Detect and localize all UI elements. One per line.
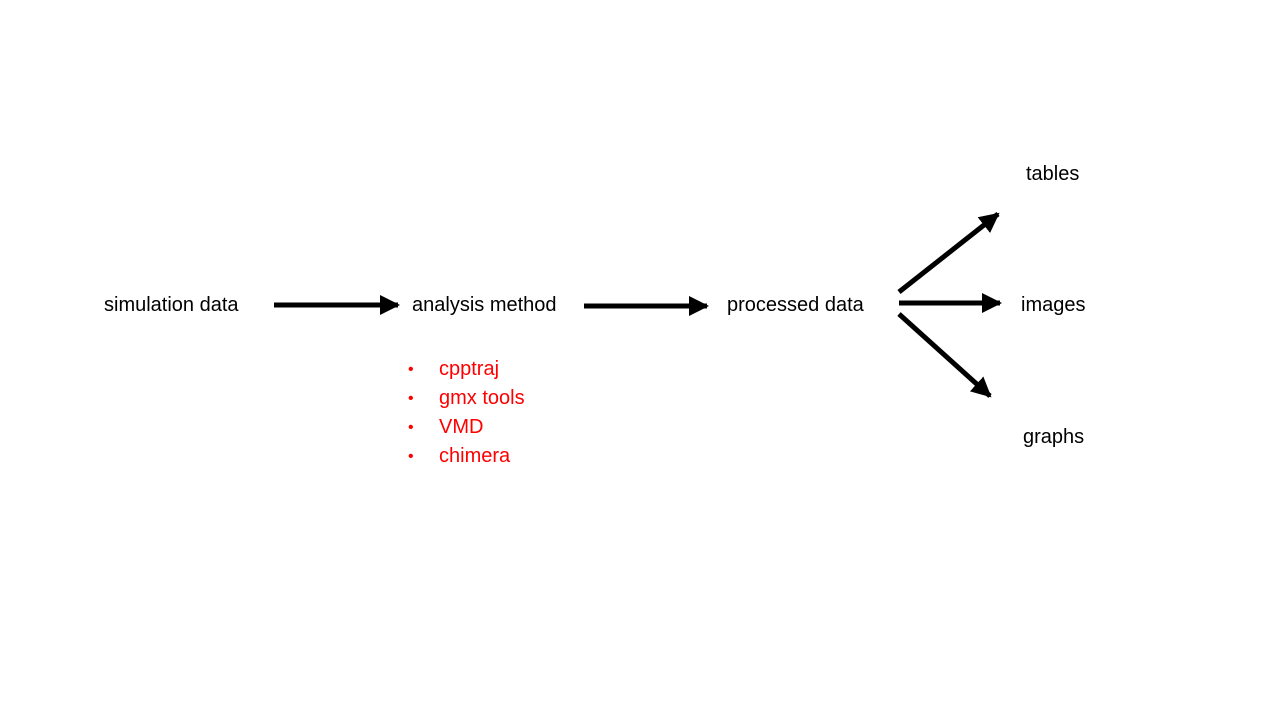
tool-list-item: • gmx tools xyxy=(405,384,525,413)
node-simulation-data: simulation data xyxy=(104,294,239,316)
arrow-processed-to-tables xyxy=(897,212,1000,294)
tool-list-item: • chimera xyxy=(405,442,525,471)
bullet-icon: • xyxy=(408,390,414,407)
node-images: images xyxy=(1021,294,1086,316)
node-analysis-method: analysis method xyxy=(412,294,557,316)
tool-list-item: • cpptraj xyxy=(405,355,525,384)
arrow-processed-to-graphs xyxy=(897,312,992,398)
tool-name: chimera xyxy=(439,445,511,467)
bullet-icon: • xyxy=(408,419,414,436)
tool-name: VMD xyxy=(439,416,484,438)
bullet-icon: • xyxy=(408,361,414,378)
analysis-tools-list: • cpptraj • gmx tools • VMD • chimera xyxy=(405,355,525,471)
bullet-icon: • xyxy=(408,448,414,465)
tool-list-item: • VMD xyxy=(405,413,525,442)
node-graphs: graphs xyxy=(1023,426,1085,448)
tool-name: cpptraj xyxy=(439,358,500,380)
node-processed-data: processed data xyxy=(727,294,864,316)
tool-name: gmx tools xyxy=(439,387,525,409)
node-tables: tables xyxy=(1026,163,1080,185)
